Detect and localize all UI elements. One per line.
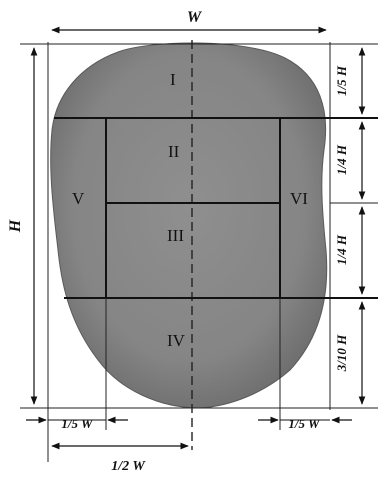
bottom-right-fifth-label: 1/5 W xyxy=(288,416,321,431)
right-label-4: 3/10 H xyxy=(334,334,349,372)
bottom-left-fifth-label: 1/5 W xyxy=(61,416,94,431)
region-label-4: IV xyxy=(167,331,186,350)
bottom-half-label: 1/2 W xyxy=(111,459,146,474)
right-label-3: 1/4 H xyxy=(334,234,349,265)
region-label-3: III xyxy=(167,226,184,245)
region-label-1: I xyxy=(170,70,176,89)
region-label-5: V xyxy=(72,189,85,208)
region-label-6: VI xyxy=(290,189,308,208)
right-label-2: 1/4 H xyxy=(334,144,349,175)
tongue-shape xyxy=(51,43,327,408)
height-label: H xyxy=(7,219,24,233)
width-label: W xyxy=(187,9,203,26)
region-label-2: II xyxy=(168,142,180,161)
right-label-1: 1/5 H xyxy=(334,65,349,96)
